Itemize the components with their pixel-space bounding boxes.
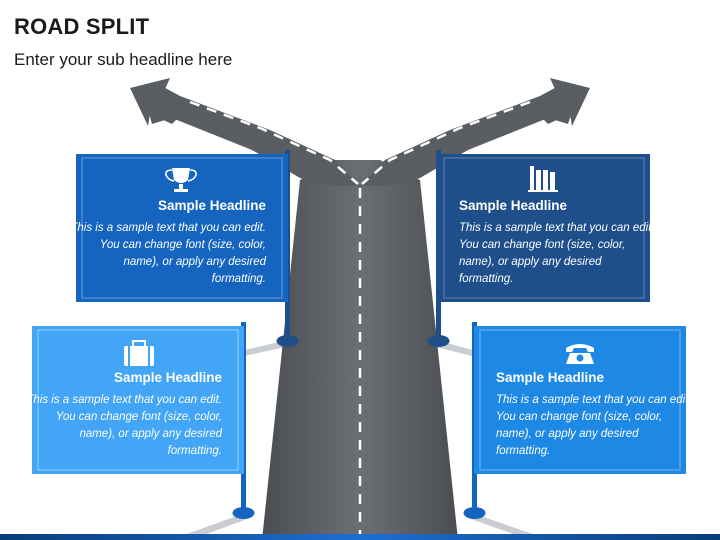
left-arrow-head bbox=[130, 78, 186, 126]
panel-body: This is a sample text that you can edit.… bbox=[496, 394, 692, 457]
right-arrow-head bbox=[534, 78, 590, 126]
bottom-accent-bar bbox=[0, 534, 720, 540]
trophy-icon bbox=[165, 168, 197, 192]
panel-bottom-right bbox=[474, 326, 686, 474]
telephone-icon bbox=[566, 344, 594, 364]
panel-body: This is a sample text that you can edit.… bbox=[70, 222, 266, 285]
panel-top-left-text: Sample Headline This is a sample text th… bbox=[66, 198, 266, 288]
briefcase-icon bbox=[124, 340, 154, 366]
panel-headline: Sample Headline bbox=[459, 198, 568, 213]
panel-body: This is a sample text that you can edit.… bbox=[459, 222, 655, 285]
panel-top-right-text: Sample Headline This is a sample text th… bbox=[459, 198, 659, 288]
right-lane-marking bbox=[361, 100, 531, 185]
panel-bottom-left-text: Sample Headline This is a sample text th… bbox=[22, 370, 222, 460]
panel-headline: Sample Headline bbox=[113, 370, 222, 385]
left-lane-marking bbox=[189, 100, 359, 185]
panel-body: This is a sample text that you can edit.… bbox=[26, 394, 222, 457]
road bbox=[130, 78, 590, 540]
panel-headline: Sample Headline bbox=[157, 198, 266, 213]
panels bbox=[32, 154, 686, 474]
page-subtitle: Enter your sub headline here bbox=[14, 50, 233, 69]
panel-headline: Sample Headline bbox=[496, 370, 605, 385]
books-icon bbox=[528, 166, 558, 192]
panel-bottom-right-text: Sample Headline This is a sample text th… bbox=[496, 370, 696, 460]
page-title: ROAD SPLIT bbox=[14, 14, 150, 39]
